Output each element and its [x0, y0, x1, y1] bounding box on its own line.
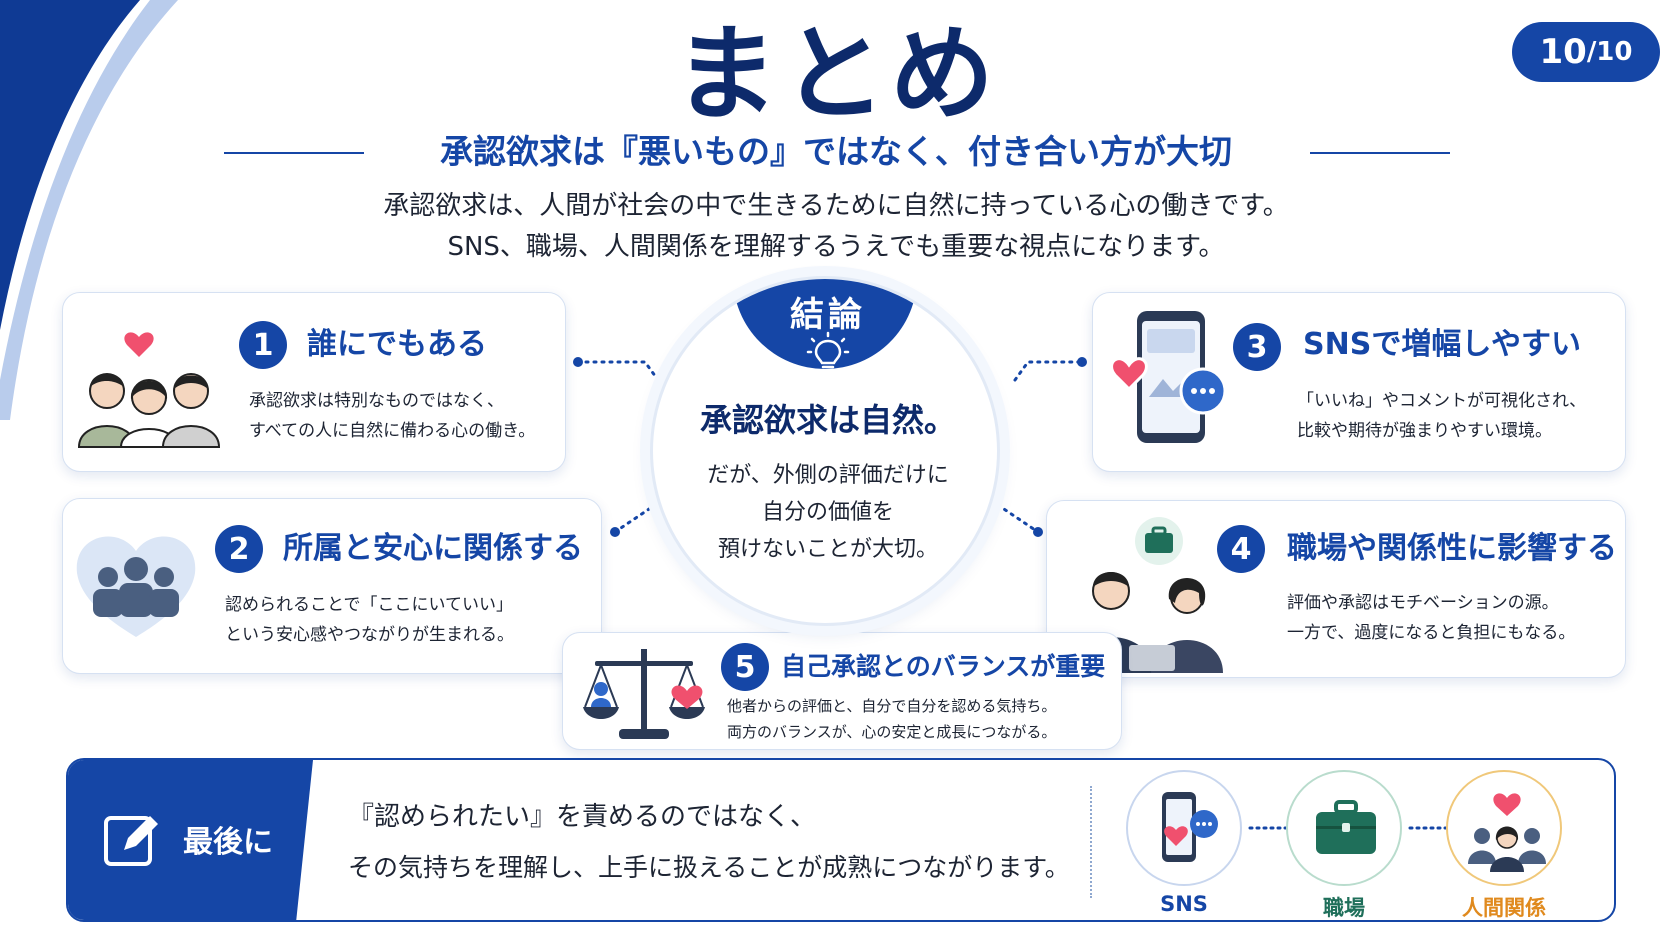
final-message-panel: 最後に 『認められたい』を責めるのではなく、 その気持ちを理解し、上手に扱えるこ…	[66, 758, 1616, 922]
final-message-line-2: その気持ちを理解し、上手に扱えることが成熟につながります。	[348, 853, 1070, 882]
card-workplace: 4 職場や関係性に影響する 評価や承認はモチベーションの源。 一方で、過度になる…	[1046, 500, 1626, 678]
card-number: 5	[721, 643, 769, 691]
subtitle-line-right	[1310, 152, 1450, 154]
card-number: 4	[1217, 525, 1265, 573]
card-number: 2	[215, 525, 263, 573]
people-icon	[77, 332, 221, 448]
card-desc-line-2: 一方で、過度になると負担にもなる。	[1287, 623, 1576, 643]
card-number: 1	[239, 321, 287, 369]
card-desc-line-1: 認められることで「ここにいていい」	[225, 595, 513, 615]
env-label-workplace: 職場	[1323, 896, 1365, 920]
card-balance: 5 自己承認とのバランスが重要 他者からの評価と、自分で自分を認める気持ち。 両…	[562, 632, 1122, 750]
briefcase-icon	[1316, 800, 1376, 854]
final-message-label-area	[68, 760, 313, 920]
env-sns	[1126, 770, 1242, 886]
final-message-line-1: 『認められたい』を責めるのではなく、	[348, 802, 817, 832]
card-desc-line-2: という安心感やつながりが生まれる。	[225, 625, 514, 645]
lightbulb-icon	[806, 331, 850, 373]
card-desc-line-1: 承認欲求は特別なものではなく、	[249, 391, 504, 411]
card-desc-line-2: 両方のバランスが、心の安定と成長につながる。	[727, 723, 1057, 741]
conclusion-label: 結論	[790, 295, 866, 335]
intro-line-1: 承認欲求は、人間が社会の中で生きるために自然に持っている心の働きです。	[383, 191, 1289, 221]
subtitle: 承認欲求は『悪いもの』ではなく、付き合い方が大切	[440, 132, 1232, 171]
card-belonging: 2 所属と安心に関係する 認められることで「ここにいていい」 という安心感やつな…	[62, 498, 602, 674]
page-title: まとめ	[673, 13, 998, 135]
card-title: 職場や関係性に影響する	[1287, 531, 1617, 566]
final-message-label: 最後に	[183, 825, 273, 860]
card-desc-line-2: すべての人に自然に備わる心の働き。	[249, 421, 536, 441]
smartphone-icon	[1162, 792, 1218, 862]
page-total: /10	[1586, 37, 1633, 67]
conclusion-title: 承認欲求は自然。	[699, 401, 956, 439]
card-number: 3	[1233, 323, 1281, 371]
conclusion-body-line-3: 預けないことが大切。	[717, 537, 938, 562]
card-sns: 3 SNSで増幅しやすい 「いいね」やコメントが可視化され、 比較や期待が強まり…	[1092, 292, 1626, 472]
card-title: 所属と安心に関係する	[283, 531, 583, 566]
edit-note-icon	[104, 816, 158, 866]
conclusion-body-line-1: だが、外側の評価だけに	[707, 463, 949, 488]
card-title: 自己承認とのバランスが重要	[781, 652, 1106, 681]
card-desc-line-1: 他者からの評価と、自分で自分を認める気持ち。	[727, 697, 1057, 715]
page-current: 10	[1539, 32, 1587, 72]
card-title: SNSで増幅しやすい	[1303, 327, 1582, 362]
card-desc-line-1: 評価や承認はモチベーションの源。	[1287, 593, 1559, 613]
conclusion-body-line-2: 自分の価値を	[761, 500, 894, 525]
intro-line-2: SNS、職場、人間関係を理解するうえでも重要な視点になります。	[447, 232, 1225, 262]
env-relationships	[1446, 770, 1562, 886]
env-connector-dots	[1248, 826, 1448, 830]
people-icon	[1468, 793, 1546, 872]
connector-lines	[573, 357, 1087, 625]
page-indicator: 10 /10	[1512, 22, 1660, 82]
card-desc-line-2: 比較や期待が強まりやすい環境。	[1297, 421, 1552, 441]
conclusion-circle: 結論 承認欲求は自然。 だが、外側の評価だけに 自分の価値を 預けないことが大切…	[650, 276, 1000, 626]
card-title: 誰にでもある	[307, 327, 487, 362]
card-everyone: 1 誰にでもある 承認欲求は特別なものではなく、 すべての人に自然に備わる心の働…	[62, 292, 566, 472]
card-desc-line-1: 「いいね」やコメントが可視化され、	[1297, 391, 1587, 411]
smartphone-icon	[1110, 311, 1227, 443]
env-label-sns: SNS	[1160, 892, 1208, 916]
group-heart-icon	[76, 536, 196, 637]
subtitle-line-left	[224, 152, 364, 154]
env-workplace	[1286, 770, 1402, 886]
env-label-relationships: 人間関係	[1462, 896, 1546, 920]
balance-scale-icon	[583, 649, 705, 739]
divider	[1090, 786, 1092, 898]
corner-swoosh-decoration	[0, 0, 178, 420]
